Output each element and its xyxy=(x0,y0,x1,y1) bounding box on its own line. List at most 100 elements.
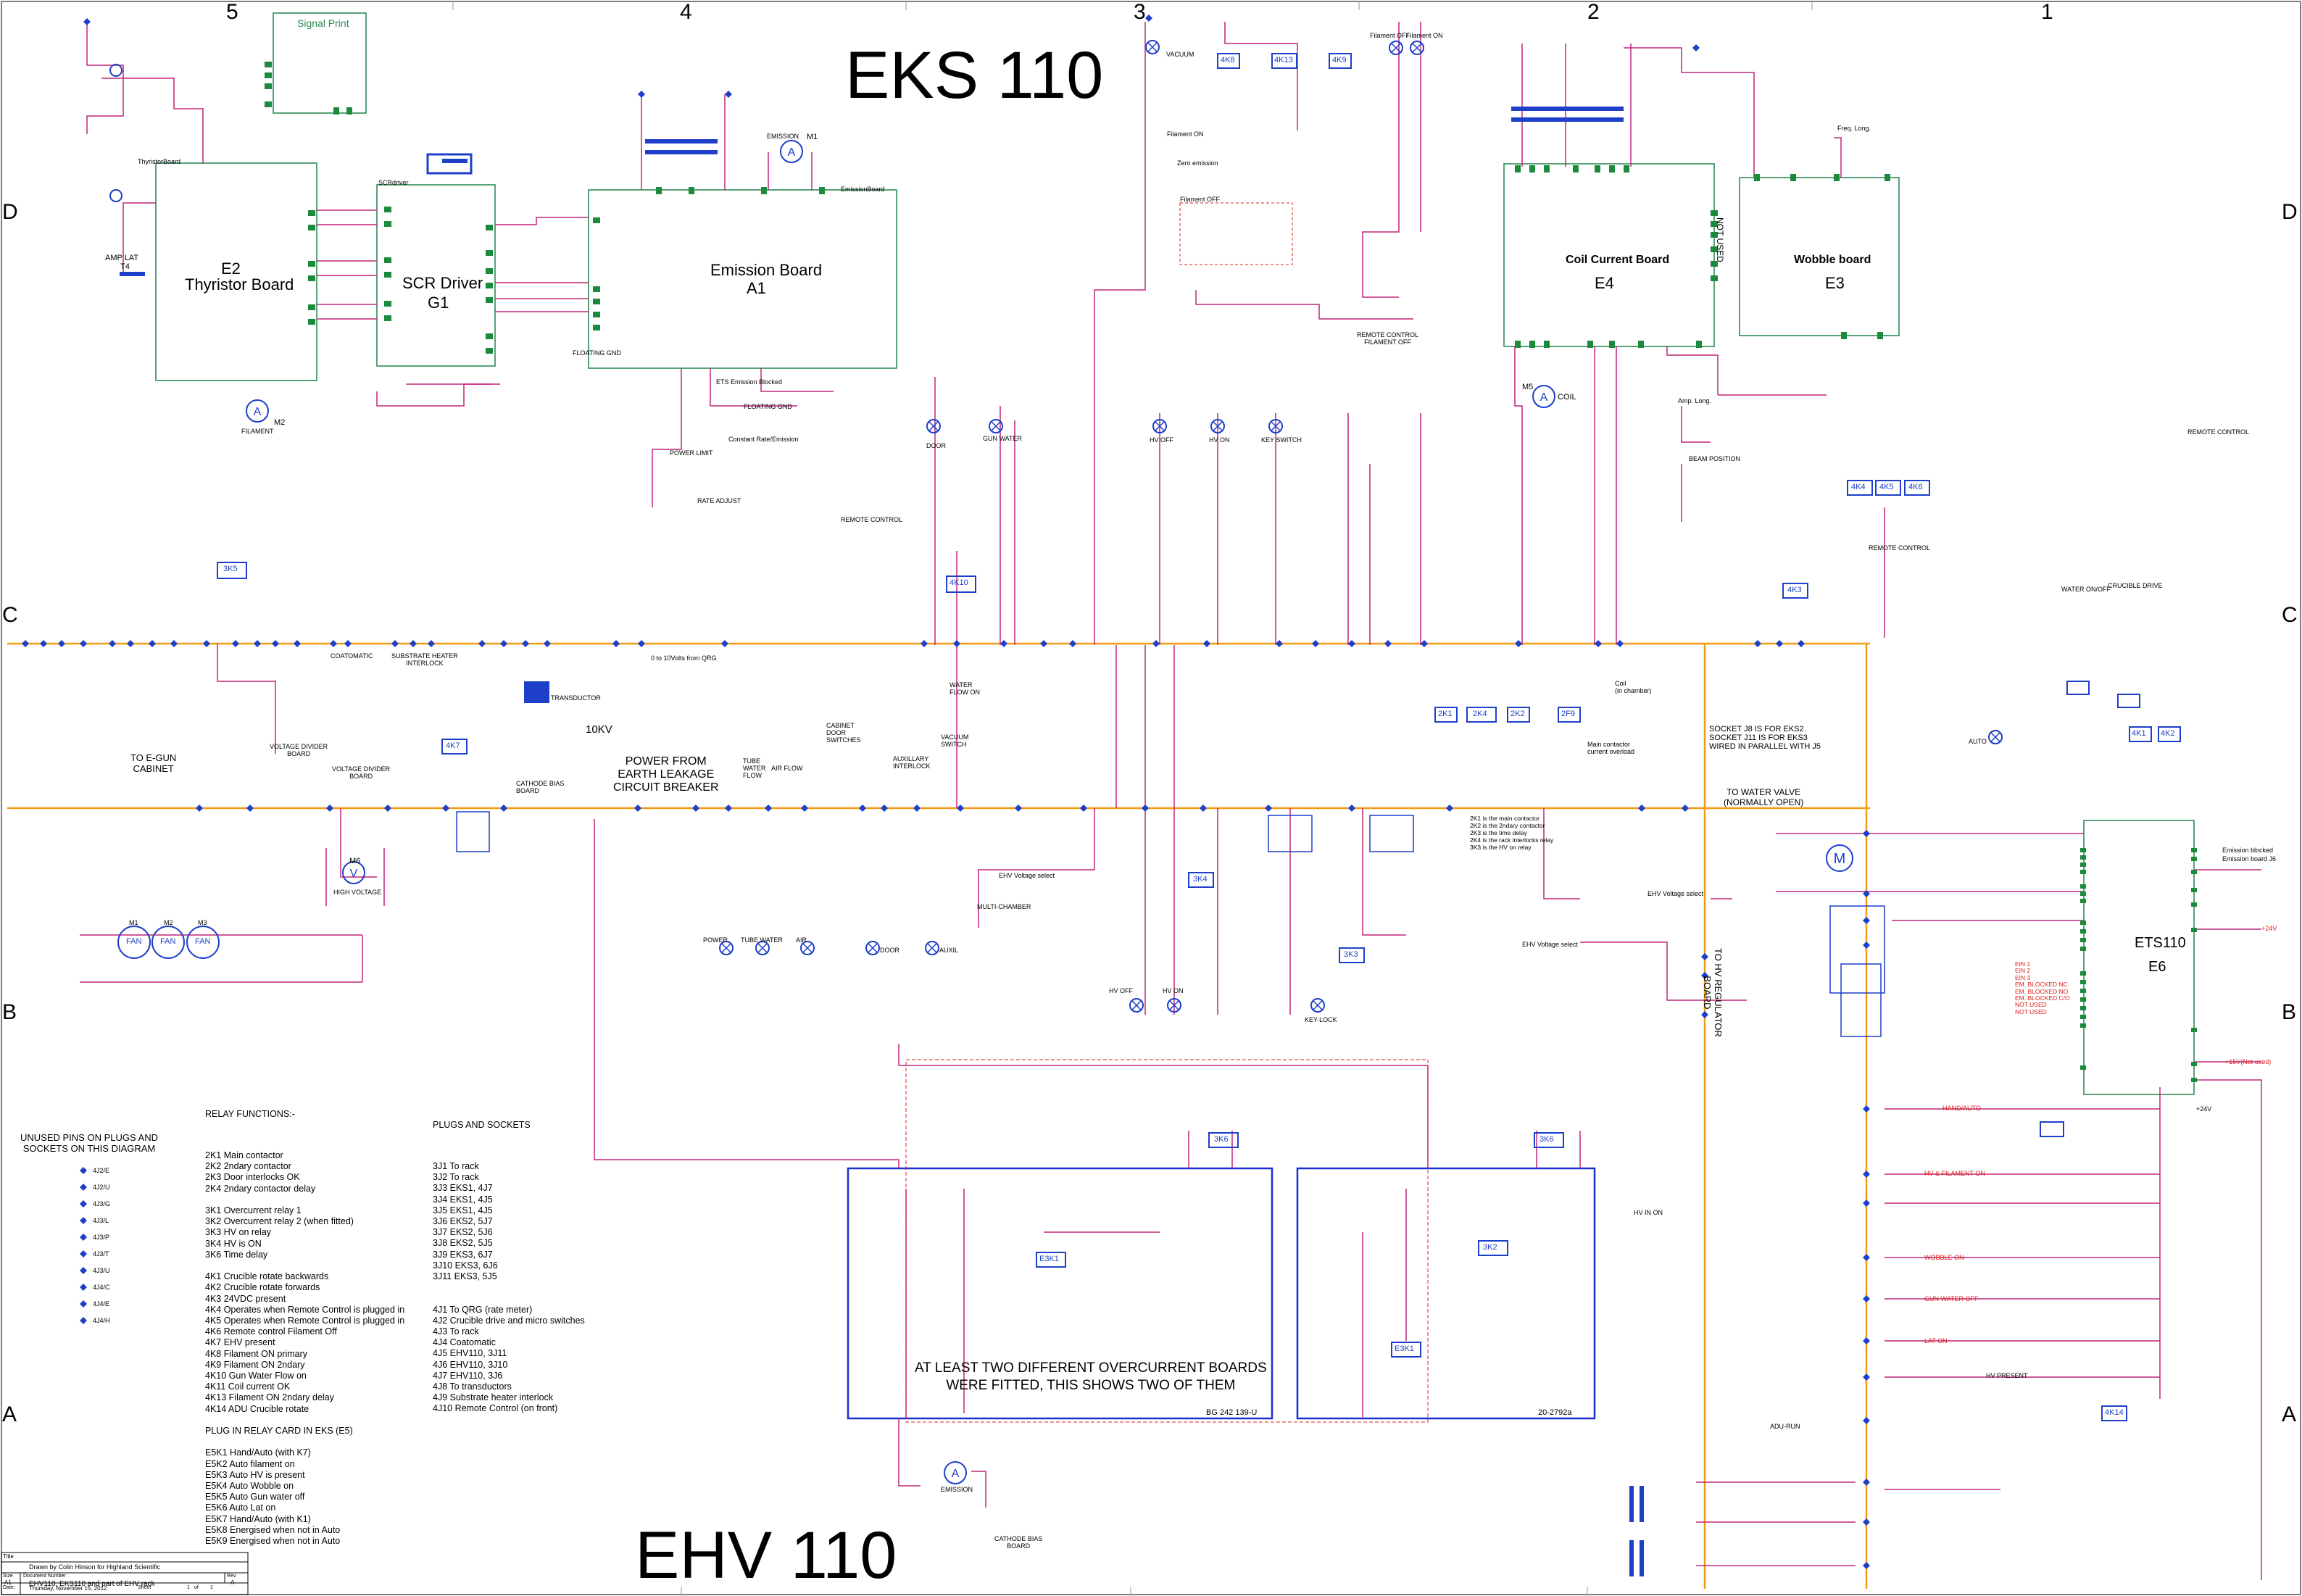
air-lamp-label: AIR xyxy=(796,936,807,944)
svg-text:A: A xyxy=(788,146,796,159)
relay-function-line: 3K2 Overcurrent relay 2 (when fitted) xyxy=(205,1216,354,1227)
plug-socket-line: 3J9 EKS3, 6J7 xyxy=(433,1249,493,1260)
wobble-board-id: E3 xyxy=(1825,274,1845,292)
relay-line-hv-present: HV PRESENT xyxy=(1986,1372,2028,1379)
relay-3k4: 3K4 xyxy=(1193,875,1208,884)
auxillary-interlock-label: AUXILLARY INTERLOCK xyxy=(893,755,931,770)
hv-on-label: HV ON xyxy=(1209,436,1230,444)
filament-on-label: Filament ON xyxy=(1406,32,1443,39)
title-block-of: 1 xyxy=(210,1585,213,1590)
plug-socket-line: 3J11 EKS3, 5J5 xyxy=(433,1271,497,1282)
ehv-voltage-select-label: EHV Voltage select xyxy=(999,872,1055,879)
zone-left-c: C xyxy=(2,603,18,627)
tube-water-lamp-label: TUBE WATER xyxy=(741,936,783,944)
plug-socket-line: 3J5 EKS1, 4J5 xyxy=(433,1205,493,1215)
plug-socket-line: 3J10 EKS3, 6J6 xyxy=(433,1260,498,1271)
vacuum-label: VACUUM xyxy=(1166,51,1194,58)
relay-3k5: 3K5 xyxy=(223,565,238,573)
relay-function-line: E5K1 Hand/Auto (with K7) xyxy=(205,1447,311,1458)
unused-pins-list: 4J2/E 4J2/U 4J3/G 4J3/L 4J3/P 4J3/T 4J3/… xyxy=(93,1167,110,1334)
m6-label: M6 xyxy=(349,857,361,865)
substrate-heater-label: SUBSTRATE HEATER INTERLOCK xyxy=(391,652,458,667)
relay-function-line: 4K5 Operates when Remote Control is plug… xyxy=(205,1316,405,1326)
unused-pin: 4J3/U xyxy=(93,1267,110,1274)
remote-control-3-label: REMOTE CONTROL xyxy=(2187,428,2250,436)
unused-pins-heading: UNUSED PINS ON PLUGS AND SOCKETS ON THIS… xyxy=(20,1132,158,1154)
zone-right-b: B xyxy=(2282,1000,2297,1024)
relay-4k9: 4K9 xyxy=(1332,56,1347,65)
relay-2k2: 2K2 xyxy=(1511,710,1525,718)
filament-off-relay-label: Filament OFF xyxy=(1180,196,1221,203)
relay-function-line: 2K2 2ndary contactor xyxy=(205,1161,291,1172)
to-egun-label: TO E-GUN CABINET xyxy=(130,752,177,774)
plugs-sockets-heading: PLUGS AND SOCKETS xyxy=(433,1120,531,1131)
multi-chamber-label: MULTI-CHAMBER xyxy=(977,903,1031,910)
unused-pin: 4J2/U xyxy=(93,1184,110,1191)
power-lamp-label: POWER xyxy=(703,936,728,944)
relay-function-line: PLUG IN RELAY CARD IN EKS (E5) xyxy=(205,1426,353,1437)
plug-socket-line: 4J9 Substrate heater interlock xyxy=(433,1392,554,1403)
relay-3k6: 3K6 xyxy=(1214,1135,1229,1144)
relay-function-line: 3K4 HV is ON xyxy=(205,1238,262,1249)
signal-print-label: Signal Print xyxy=(297,17,349,29)
filament-meter-label: FILAMENT xyxy=(241,428,274,435)
relay-4k7: 4K7 xyxy=(446,741,460,750)
relay-function-line: 4K8 Filament ON primary xyxy=(205,1348,308,1359)
relay-function-line: 4K9 Filament ON 2ndary xyxy=(205,1359,305,1370)
relay-function-line: 2K1 Main contactor xyxy=(205,1150,283,1161)
emission-bottom-label: EMISSION xyxy=(941,1486,973,1493)
plug-socket-line: 4J7 EHV110, 3J6 xyxy=(433,1370,503,1381)
plug-socket-line: 4J2 Crucible drive and micro switches xyxy=(433,1315,585,1326)
mains-contactor-notes: 2K1 is the main contactor 2K2 is the 2nd… xyxy=(1470,815,1554,851)
key-lock-label: KEY-LOCK xyxy=(1305,1016,1337,1023)
amp-long-label: Amp. Long. xyxy=(1678,397,1712,404)
coatomatic-label: COATOMATIC xyxy=(331,652,373,660)
relay-function-line: 2K3 Door interlocks OK xyxy=(205,1172,300,1183)
relay-function-line: E5K9 Energised when not in Auto xyxy=(205,1536,341,1547)
ets-signal-7: NOT USED xyxy=(2015,1001,2047,1009)
unused-pin: 4J3/T xyxy=(93,1250,109,1258)
zone-left-b: B xyxy=(2,1000,17,1024)
ets110-id: E6 xyxy=(2148,959,2166,975)
fan-2-id: M2 xyxy=(164,919,173,926)
ets-output-2: Emission board J6 xyxy=(2222,855,2277,863)
zone-right-d: D xyxy=(2282,200,2298,224)
plug-socket-line: 4J1 To QRG (rate meter) xyxy=(433,1304,533,1315)
coil-board-id: E4 xyxy=(1595,274,1614,292)
remote-filament-off-label: REMOTE CONTROL FILAMENT OFF xyxy=(1357,331,1419,346)
title-block-sheet: 1 xyxy=(187,1585,190,1590)
relay-4k1: 4K1 xyxy=(2132,729,2146,738)
emission-meter-label: EMISSION xyxy=(767,133,799,140)
plug-socket-line: 3J4 EKS1, 4J5 xyxy=(433,1194,493,1205)
beam-position-label: BEAM POSITION xyxy=(1689,455,1741,462)
high-voltage-label: HIGH VOLTAGE xyxy=(333,889,382,896)
unused-pin: 4J3/G xyxy=(93,1200,111,1208)
air-flow-label: AIR FLOW xyxy=(771,765,803,772)
zone-right-a: A xyxy=(2282,1402,2297,1426)
relay-e3k1-b: E3K1 xyxy=(1395,1344,1414,1353)
plug-socket-line xyxy=(433,1282,585,1293)
title-block-sheet-label: Sheet xyxy=(138,1585,151,1590)
fan-1-label: FAN xyxy=(126,937,142,946)
unused-pin: 4J4/C xyxy=(93,1284,110,1291)
title-block-date-label: Date: xyxy=(3,1585,15,1590)
ets-signal-4: EM. BLOCKED NC xyxy=(2015,981,2068,989)
ets-signal-6: EM. BLOCKED C/O xyxy=(2015,994,2070,1002)
voltage-divider-label: VOLTAGE DIVIDER BOARD xyxy=(270,743,328,757)
door-lamp-label: DOOR xyxy=(880,947,899,954)
relay-function-line: 3K6 Time delay xyxy=(205,1249,268,1260)
relay-function-line: 4K2 Crucible rotate forwards xyxy=(205,1282,320,1293)
ets110-name: ETS110 xyxy=(2135,935,2186,951)
plug-socket-line: 4J10 Remote Control (on front) xyxy=(433,1403,558,1414)
relay-line-hv-filament: HV & FILAMENT ON xyxy=(1924,1170,1985,1177)
relay-function-line xyxy=(205,1437,404,1447)
relay-function-line: E5K6 Auto Lat on xyxy=(205,1503,276,1513)
relay-4k14: 4K14 xyxy=(2105,1408,2124,1417)
oc-board-a-id: BG 242 139-U xyxy=(1206,1408,1258,1417)
svg-text:V: V xyxy=(350,868,358,880)
relay-function-line: E5K5 Auto Gun water off xyxy=(205,1492,305,1503)
relay-line-lat-on: LAT ON xyxy=(1924,1337,1948,1344)
filament-off-label: Filament OFF xyxy=(1370,32,1410,39)
water-flow-on-label: WATER FLOW ON xyxy=(950,681,980,696)
constant-rate-label: Constant Rate/Emission xyxy=(728,436,799,443)
